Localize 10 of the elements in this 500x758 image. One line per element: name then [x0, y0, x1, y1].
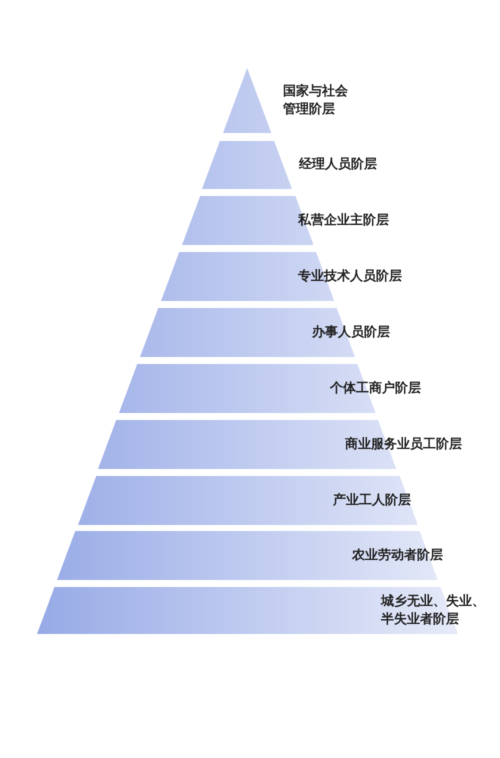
tier-label: 城乡无业、失业、半失业者阶层: [381, 593, 486, 628]
tier-label: 产业工人阶层: [332, 492, 411, 510]
tier-label: 经理人员阶层: [298, 156, 377, 174]
tier-label: 办事人员阶层: [312, 324, 390, 342]
tier-label: 农业劳动者阶层: [352, 546, 443, 564]
tier-label: 专业技术人员阶层: [298, 268, 402, 286]
tier-label: 私营企业主阶层: [298, 212, 389, 230]
tier-label: 个体工商户阶层: [330, 380, 421, 398]
tier-label: 国家与社会管理阶层: [282, 83, 349, 118]
tier-label: 商业服务业员工阶层: [344, 436, 462, 454]
